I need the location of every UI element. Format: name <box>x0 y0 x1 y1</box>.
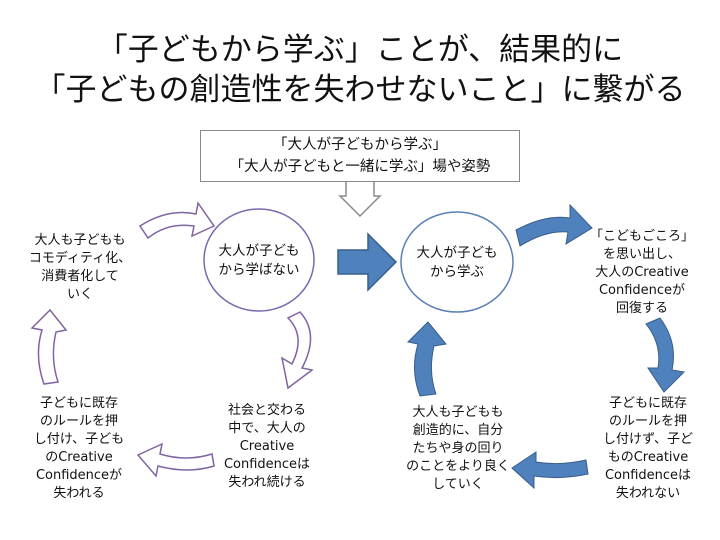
left-arrow-left <box>30 308 68 385</box>
label-line: 子どもに既存 <box>608 396 687 411</box>
left-circle-label: 大人が子ども から学ばない <box>204 242 314 280</box>
title-line-2: 「子どもの創造性を失わせないこと」に繋がる <box>34 72 686 108</box>
right-bottom-left-label: 大人も子どもも 創造的に、自分 たちや身の回り のことをより良く していく <box>394 404 522 494</box>
label-line: 「こどもごころ」 <box>589 229 694 244</box>
label-line: 失われる <box>53 486 105 501</box>
label-line: 消費者化して <box>41 269 119 284</box>
label-line: 創造的に、自分 <box>412 423 504 438</box>
center-arrow <box>337 232 398 292</box>
slide-title: 「子どもから学ぶ」ことが、結果的に 「子どもの創造性を失わせないこと」に繋がる <box>0 30 720 110</box>
label-line: いく <box>66 287 93 302</box>
right-circle-line-2: から学ぶ <box>430 264 484 280</box>
left-arrow-top <box>138 201 216 240</box>
label-line: 社会と交わる <box>227 403 306 418</box>
label-line: 子どもに既存 <box>39 396 118 411</box>
callout-box: 「大人が子どもから学ぶ」 「大人が子どもと一緒に学ぶ」場や姿勢 <box>200 130 520 182</box>
label-line: を思い出し、 <box>602 247 681 262</box>
label-line: 大人のCreative <box>595 265 689 280</box>
label-line: Confidenceが <box>598 283 686 298</box>
label-line: 大人も子どもも <box>34 233 126 248</box>
label-line: 中で、大人の <box>228 421 306 436</box>
right-arrow-right <box>645 317 686 393</box>
right-circle-line-1: 大人が子ども <box>416 245 498 261</box>
left-circle-line-2: から学ばない <box>218 262 300 278</box>
left-circle-line-1: 大人が子ども <box>218 243 300 259</box>
right-top-right-label: 「こどもごころ」 を思い出し、 大人のCreative Confidenceが … <box>582 228 702 318</box>
label-line: ものCreative <box>607 450 689 465</box>
callout-line-1: 「大人が子どもから学ぶ」 <box>273 137 447 153</box>
label-line: 失われない <box>615 486 681 501</box>
label-line: Confidenceが <box>35 468 123 483</box>
label-line: 失われ続ける <box>228 475 306 490</box>
left-arrow-bottom <box>136 442 215 478</box>
right-bottom-right-label: 子どもに既存 のルールを押 し付けず、子ど ものCreative Confide… <box>586 395 710 503</box>
label-line: のルールを押 <box>39 414 118 429</box>
label-line: のことをより良く <box>406 459 510 474</box>
right-circle <box>400 211 514 313</box>
label-line: 大人も子どもも <box>412 405 504 420</box>
title-line-1: 「子どもから学ぶ」ことが、結果的に <box>96 32 624 68</box>
label-line: コモディティ化、 <box>28 251 132 266</box>
label-line: Confidenceは <box>223 457 311 472</box>
left-bottom-right-label: 社会と交わる 中で、大人の Creative Confidenceは 失われ続け… <box>212 402 322 492</box>
left-circle <box>203 208 315 312</box>
label-line: し付け、子ども <box>33 432 125 447</box>
left-top-left-label: 大人も子どもも コモディティ化、 消費者化して いく <box>20 232 140 304</box>
label-line: し付けず、子ど <box>602 432 694 447</box>
label-line: Confidenceは <box>604 468 692 483</box>
label-line: 回復する <box>615 301 668 316</box>
right-circle-label: 大人が子ども から学ぶ <box>402 244 512 282</box>
right-arrow-top <box>515 203 593 247</box>
right-arrow-left <box>406 321 447 397</box>
label-line: たちや身の回り <box>412 441 504 456</box>
left-bottom-left-label: 子どもに既存 のルールを押 し付け、子ども のCreative Confiden… <box>24 395 134 503</box>
callout-pointer <box>338 181 382 218</box>
left-arrow-right <box>280 311 314 390</box>
callout-line-2: 「大人が子どもと一緒に学ぶ」場や姿勢 <box>229 159 491 175</box>
right-arrow-bottom <box>511 451 589 490</box>
label-line: Creative <box>239 439 295 454</box>
label-line: のルールを押 <box>608 414 687 429</box>
label-line: のCreative <box>45 450 113 465</box>
label-line: していく <box>432 477 484 492</box>
